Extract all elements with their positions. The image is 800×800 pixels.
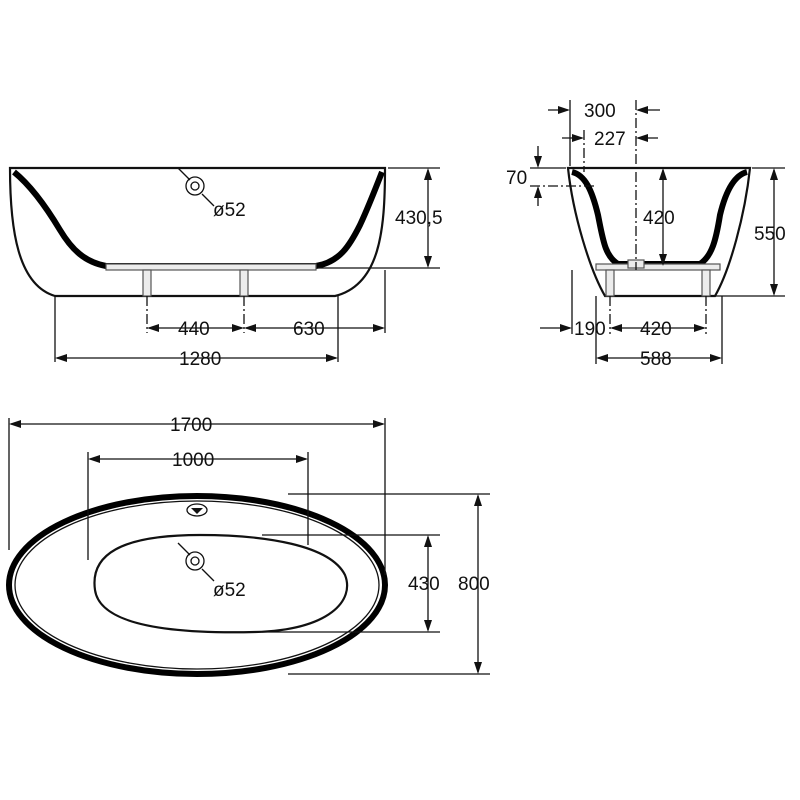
- side-view-height: 430,5: [395, 208, 443, 229]
- side-view-base-length: 1280: [179, 349, 221, 370]
- end-view-base-plate: [595, 263, 721, 271]
- side-view-inner-profile: [12, 169, 385, 269]
- end-view-total-height: 550: [754, 224, 786, 245]
- plan-view-waste-diameter: ø52: [213, 580, 246, 601]
- end-view-rim: 70: [506, 168, 527, 189]
- plan-view-inner-width: 430: [408, 574, 440, 595]
- side-view: ø52 430,5 440 630 1280: [8, 166, 443, 370]
- side-view-base-plate: [105, 263, 317, 271]
- side-view-foot-right: [239, 269, 249, 297]
- end-view: 300 227 70 420 550: [506, 100, 786, 370]
- end-view-top-width: 300: [584, 101, 616, 122]
- side-view-foot-left: [142, 269, 152, 297]
- plan-view-rim-inner-line: [14, 500, 380, 670]
- side-view-leg-to-end: 630: [293, 319, 325, 340]
- side-view-leg-to-leg: 440: [178, 319, 210, 340]
- end-view-depth: 420: [643, 208, 675, 229]
- plan-view-outer-rim: [6, 493, 388, 677]
- side-view-waste-diameter: ø52: [213, 200, 246, 221]
- plan-view: ø52 1700 1000 430 800: [6, 415, 490, 677]
- side-view-waste-icon: [177, 167, 215, 207]
- end-view-foot-right: [701, 269, 711, 297]
- end-view-edge-to-leg: 190: [574, 319, 606, 340]
- end-view-leg-spacing: 420: [640, 319, 672, 340]
- end-view-inner-offset: 227: [594, 129, 626, 150]
- plan-view-waste-icon: [177, 542, 215, 582]
- plan-view-inner-length: 1000: [172, 450, 214, 471]
- plan-view-basin: [93, 533, 349, 634]
- end-view-foot-left: [605, 269, 615, 297]
- end-view-base-width: 588: [640, 349, 672, 370]
- plan-view-overflow-icon: [186, 503, 208, 517]
- plan-view-overall-width: 800: [458, 574, 490, 595]
- side-view-tub-outline: [8, 166, 387, 298]
- plan-view-overall-length: 1700: [170, 415, 212, 436]
- end-view-tub-outline: [566, 166, 752, 298]
